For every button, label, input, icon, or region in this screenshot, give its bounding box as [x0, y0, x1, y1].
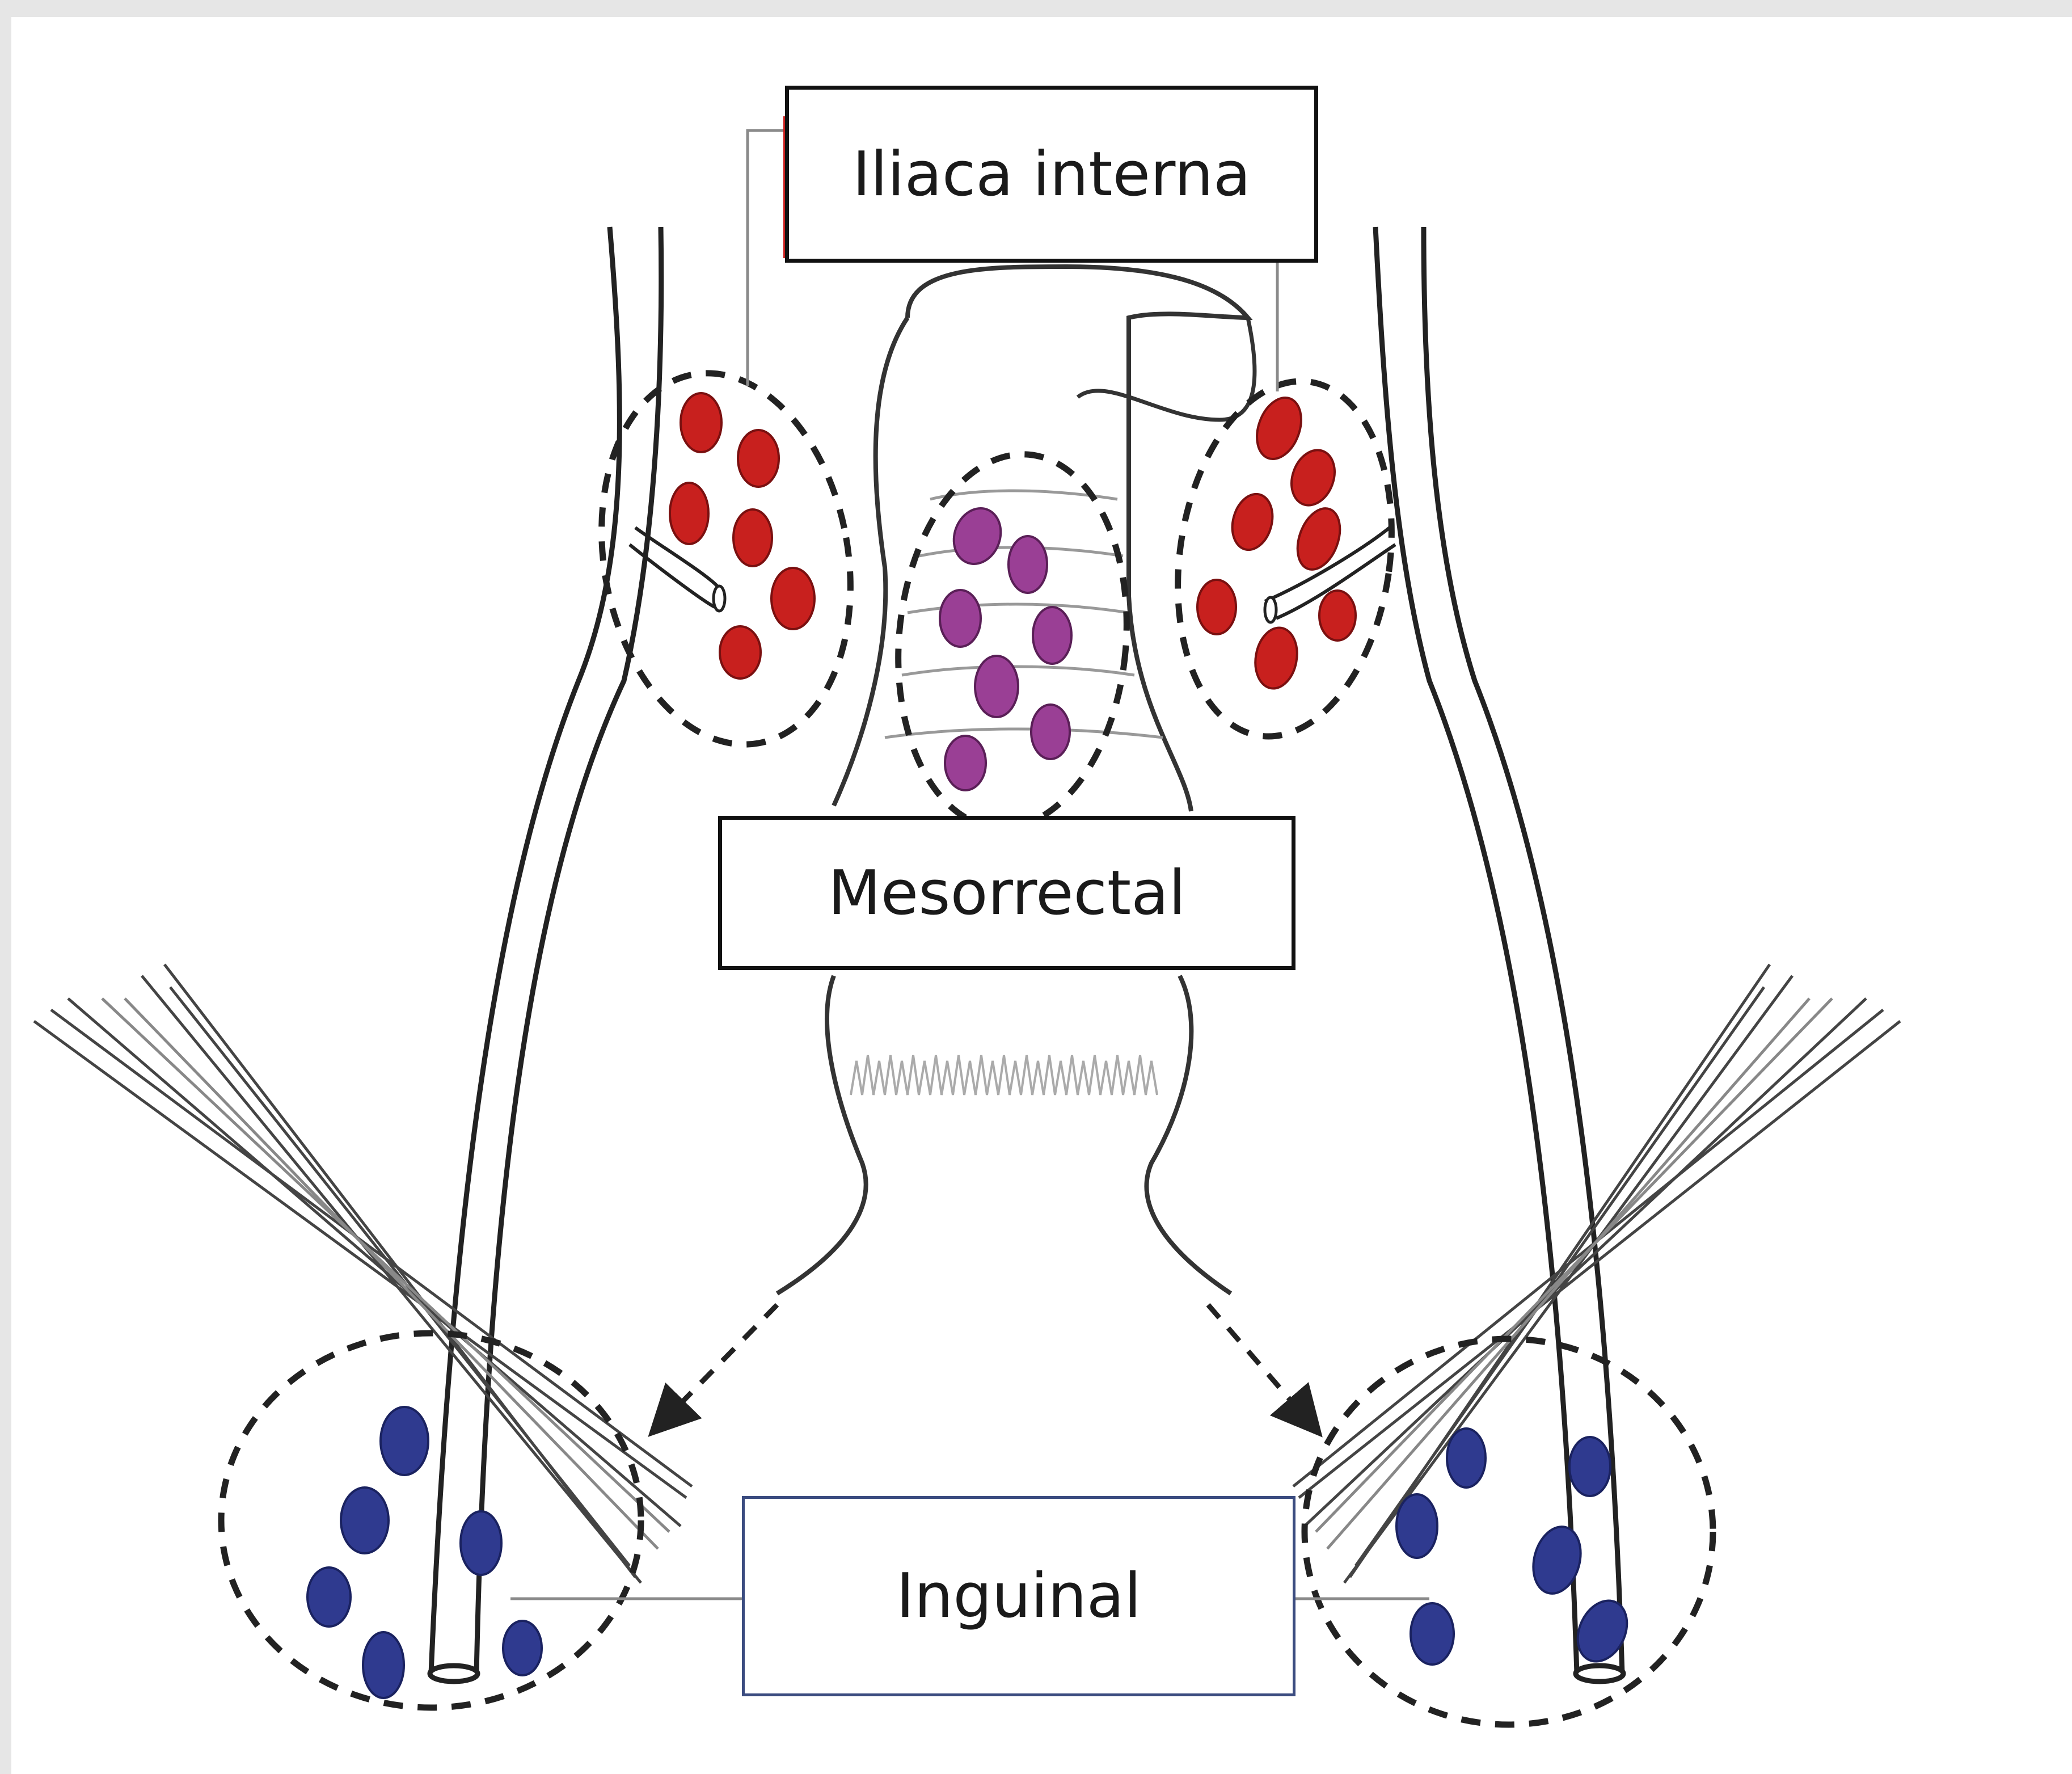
- lymph-node: [720, 626, 761, 679]
- drainage-arrows: [655, 1305, 1316, 1430]
- left-inguinal-nodes: [307, 1407, 542, 1698]
- lymph-node: [1249, 391, 1309, 465]
- lymph-node: [381, 1407, 428, 1475]
- anal-columns: [851, 1055, 1157, 1095]
- lymph-node: [1411, 1603, 1454, 1665]
- label-internal-iliac-text: Iliaca interna: [853, 139, 1251, 210]
- arrow-icon: [1208, 1305, 1316, 1430]
- iliaca-leader-left: [748, 130, 785, 386]
- left-iliac-vessel: [430, 227, 725, 1682]
- label-internal-iliac: Iliaca interna: [785, 86, 1318, 263]
- lymph-node: [946, 502, 1008, 570]
- lymph-node: [1526, 1522, 1588, 1599]
- lymph-node: [1319, 591, 1356, 641]
- lymph-node: [1008, 536, 1047, 593]
- lymph-node: [681, 393, 721, 452]
- lymph-node: [363, 1632, 404, 1698]
- lymph-node: [738, 430, 779, 487]
- lymph-node: [461, 1511, 501, 1575]
- lymph-node: [1197, 580, 1236, 634]
- lymph-node: [1290, 503, 1348, 576]
- mesorectal-group: [883, 445, 1142, 837]
- sigmoid-loop: [1078, 318, 1255, 420]
- mesorectal-nodes: [940, 502, 1071, 790]
- lymph-node: [733, 509, 772, 566]
- left-internal-iliac-nodes: [670, 393, 815, 679]
- lymph-node: [945, 736, 986, 790]
- label-mesorectal-text: Mesorrectal: [828, 858, 1186, 929]
- rectum-illustration: [777, 267, 1255, 1293]
- lymph-node: [1226, 490, 1278, 554]
- lymph-node: [975, 656, 1018, 717]
- lymph-node: [1284, 444, 1342, 512]
- label-mesorectal: Mesorrectal: [718, 816, 1295, 970]
- lymph-node: [1396, 1494, 1437, 1558]
- lymph-node: [1031, 705, 1070, 759]
- rectum-lower-outline: [777, 976, 1231, 1293]
- arrow-icon: [655, 1305, 777, 1430]
- right-inguinal-group: [1305, 1339, 1713, 1725]
- label-inguinal: Inguinal: [742, 1496, 1295, 1696]
- lymph-node: [1569, 1437, 1610, 1496]
- lymph-node: [1251, 625, 1302, 692]
- right-internal-iliac-nodes: [1197, 391, 1356, 692]
- lymph-node: [670, 483, 708, 544]
- lymph-node: [940, 590, 981, 647]
- lymph-node: [771, 568, 815, 629]
- label-inguinal-text: Inguinal: [896, 1561, 1141, 1632]
- lymph-node: [1447, 1429, 1486, 1488]
- lymph-node: [307, 1567, 351, 1626]
- lymph-node: [341, 1488, 389, 1553]
- lymph-node: [1033, 607, 1071, 664]
- lymph-node: [503, 1621, 542, 1675]
